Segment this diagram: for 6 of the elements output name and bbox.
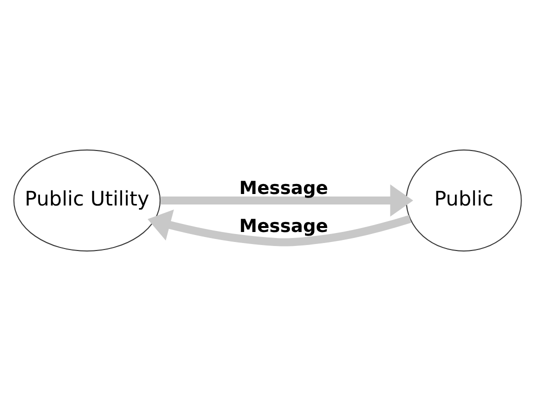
arrow [148, 208, 412, 246]
arrow [160, 184, 414, 216]
edge-label: Message [239, 215, 328, 236]
edge-label: Message [239, 177, 328, 198]
node-ellipse: Public Utility [13, 149, 161, 251]
node-ellipse: Public [406, 149, 522, 251]
